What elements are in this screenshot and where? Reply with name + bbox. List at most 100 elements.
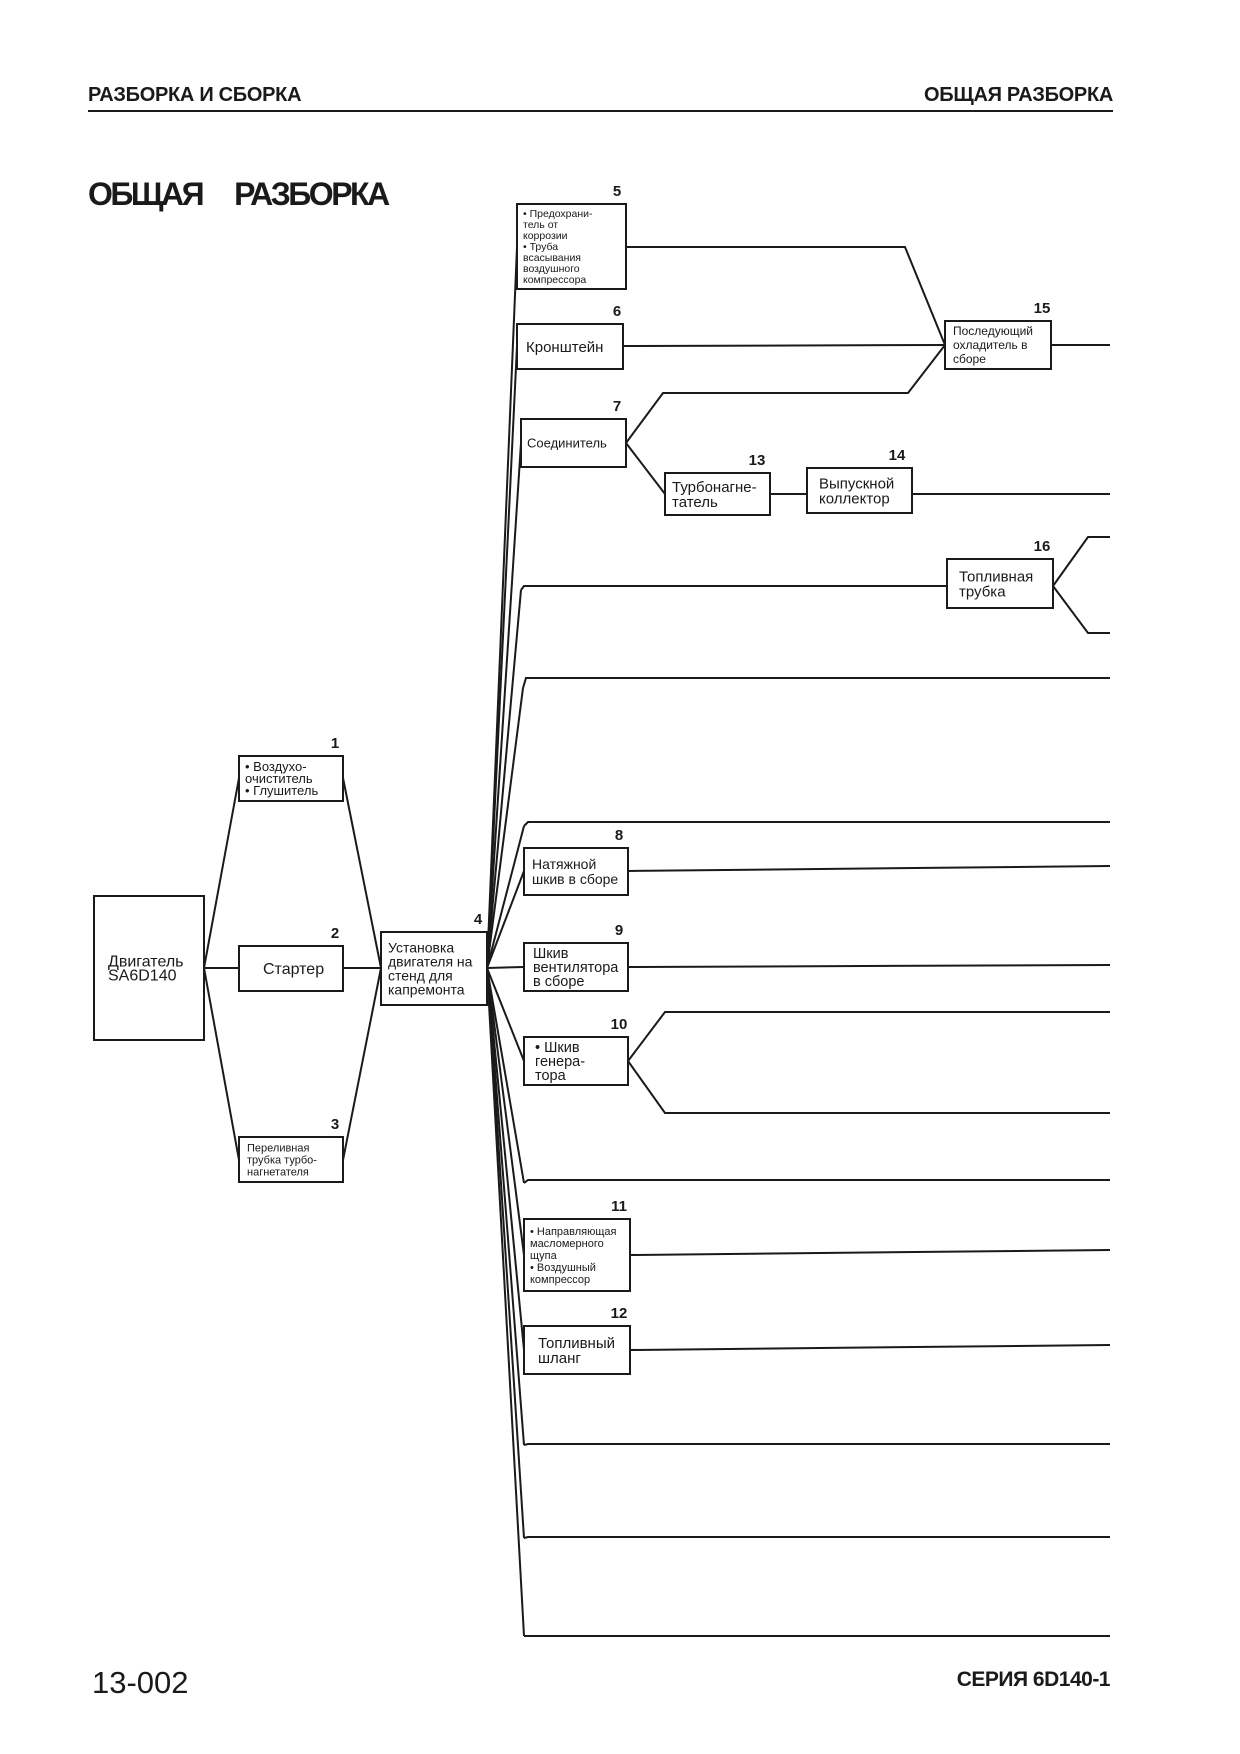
node-n7-label-line: Соединитель: [527, 436, 607, 451]
connector-line-12: [486, 825, 525, 969]
header-chapter-title: ОБЩАЯ РАЗБОРКА: [924, 84, 1113, 106]
node-engine-box: [93, 895, 205, 1041]
node-n7-number: 7: [613, 398, 621, 415]
connector-line-29: [520, 585, 947, 591]
node-n15-label-line: Последующий: [953, 324, 1033, 338]
node-n16-label-line: трубка: [959, 583, 1006, 600]
node-n11-label-line: • Воздушный: [530, 1262, 596, 1274]
node-n8-box: [523, 847, 629, 896]
connector-line-33: [523, 821, 1110, 827]
node-n11-box: [523, 1218, 631, 1292]
node-n13-box: [664, 472, 771, 516]
node-n4-label-line: капремонта: [388, 981, 465, 997]
header-section-title: РАЗБОРКА И СБОРКА: [88, 84, 302, 106]
node-n14-label-line: коллектор: [819, 490, 890, 507]
node-n4-box: [380, 931, 488, 1006]
node-n16-box: [946, 558, 1054, 609]
node-engine-label-line: SA6D140: [108, 968, 177, 985]
node-n11-number: 11: [611, 1198, 627, 1215]
connector-line-38: [523, 1179, 1110, 1184]
node-n8-number: 8: [615, 827, 623, 844]
connector-line-26: [625, 442, 666, 495]
node-n3-number: 3: [331, 1116, 339, 1133]
node-n4-number: 4: [474, 911, 483, 928]
connector-line-4: [342, 777, 382, 969]
connector-line-18: [486, 967, 525, 1351]
connector-line-8: [486, 345, 518, 969]
node-n3-label-line: нагнетателя: [247, 1166, 309, 1178]
node-n13-label-line: Турбонагне-: [672, 479, 757, 496]
header-rule: [88, 110, 1113, 112]
node-n9-label-line: вентилятора: [533, 960, 619, 976]
node-n10-label-line: генера-: [535, 1054, 585, 1070]
node-n5-label-line: воздушного: [523, 263, 580, 275]
node-n9-box: [523, 942, 629, 992]
node-n15-number: 15: [1034, 300, 1051, 317]
connector-line-23: [622, 344, 946, 347]
node-n14-label-line: Выпускной: [819, 475, 894, 492]
connector-line-30: [1052, 536, 1110, 587]
node-n14-box: [806, 467, 913, 514]
node-n1-label-line: • Воздухо-: [245, 759, 307, 774]
node-n7-box: [520, 418, 627, 468]
node-n1-label-line: • Глушитель: [245, 783, 318, 798]
connector-line-32: [522, 677, 1110, 689]
node-n13-label-line: татель: [672, 494, 718, 511]
node-n5-label-line: компрессора: [523, 274, 586, 286]
node-n10-box: [523, 1036, 629, 1086]
connector-line-17: [486, 967, 525, 1256]
node-n10-label-line: тора: [535, 1068, 567, 1084]
page-number: 13-002: [92, 1665, 189, 1700]
node-n13: Турбонагне-татель 13: [664, 452, 771, 516]
node-n5-label-line: • Труба: [523, 241, 558, 253]
node-n5-label-line: всасывания: [523, 252, 581, 264]
node-n12-label-line: Топливный: [538, 1335, 615, 1352]
connector-line-39: [629, 1249, 1111, 1256]
node-n5-box: [516, 203, 627, 290]
node-n3-label-line: Переливная: [247, 1142, 309, 1154]
node-n5-label-line: тель от: [523, 219, 558, 231]
node-n11-label-line: щупа: [530, 1250, 558, 1262]
connector-line-13: [486, 870, 525, 969]
node-n10-label-line: • Шкив: [535, 1040, 580, 1056]
node-n16-number: 16: [1034, 538, 1051, 555]
node-n15-box: [944, 320, 1052, 370]
node-n9-label-line: Шкив: [533, 946, 569, 962]
connector-line-36: [627, 1011, 1110, 1062]
node-n11-label-line: компрессор: [530, 1274, 590, 1286]
connector-line-9: [486, 442, 522, 969]
node-n5-label-line: коррозии: [523, 230, 568, 242]
node-n13-number: 13: [749, 452, 766, 469]
connector-line-42: [523, 1536, 1110, 1539]
connector-line-35: [627, 964, 1111, 968]
series-label: СЕРИЯ 6D140-1: [956, 1668, 1111, 1691]
node-n4-label-line: стенд для: [388, 967, 453, 983]
node-n4-label-line: двигателя на: [388, 953, 473, 969]
connector-line-41: [523, 1443, 1110, 1446]
connector-line-16: [486, 967, 525, 1184]
node-n15-label-line: охладитель в: [953, 338, 1028, 352]
node-n15-label-line: сборе: [953, 352, 986, 366]
node-n9-label-line: в сборе: [533, 974, 584, 990]
node-n1-label-line: очиститель: [245, 771, 313, 786]
node-n11-label-line: • Направляющая: [530, 1226, 617, 1238]
node-n1-number: 1: [331, 735, 339, 752]
connector-line-37: [627, 1060, 1110, 1114]
node-n8-label-line: шкив в сборе: [532, 871, 618, 887]
node-n14-number: 14: [889, 447, 906, 464]
connector-line-21: [486, 967, 525, 1637]
node-n12-box: [523, 1325, 631, 1375]
connector-line-31: [1052, 585, 1110, 634]
node-n2-label-line: Стартер: [263, 961, 324, 978]
